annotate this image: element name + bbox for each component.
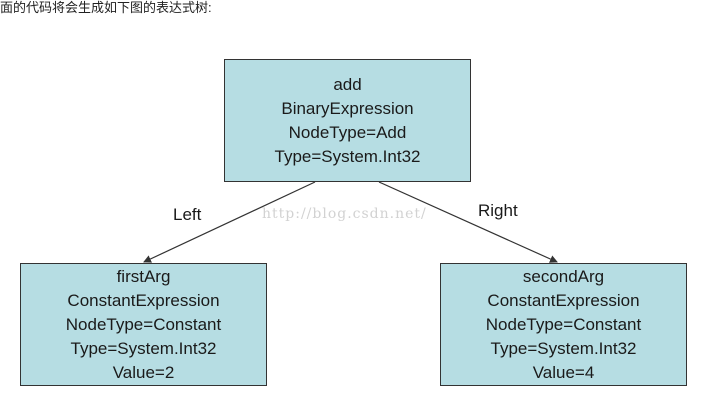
node-second-arg-expression: ConstantExpression [487,290,640,310]
node-add-type: Type=System.Int32 [274,146,421,166]
node-add-nodetype: NodeType=Add [288,122,407,142]
edge-right [378,181,558,263]
node-first-arg-type: Type=System.Int32 [70,338,217,358]
node-first-arg-nodetype: NodeType=Constant [65,314,222,334]
watermark-text: http://blog.csdn.net/ [262,206,427,222]
node-first-arg-value: Value=2 [112,362,175,382]
page-caption: 面的代码将会生成如下图的表达式树: [0,0,212,15]
node-add-expression: BinaryExpression [281,98,414,118]
node-first-arg-name: firstArg [116,266,171,286]
node-second-arg-nodetype: NodeType=Constant [485,314,642,334]
edge-label-left: Left [173,205,202,224]
node-first-arg: firstArg ConstantExpression NodeType=Con… [20,263,267,386]
edge-label-right: Right [478,201,518,220]
node-add-name: add [333,74,362,94]
node-second-arg-type: Type=System.Int32 [490,338,637,358]
node-second-arg-value: Value=4 [532,362,595,382]
node-second-arg-name: secondArg [522,266,605,286]
node-second-arg: secondArg ConstantExpression NodeType=Co… [440,263,687,386]
node-add: add BinaryExpression NodeType=Add Type=S… [224,59,471,182]
edge-left [143,181,316,263]
node-first-arg-expression: ConstantExpression [67,290,220,310]
